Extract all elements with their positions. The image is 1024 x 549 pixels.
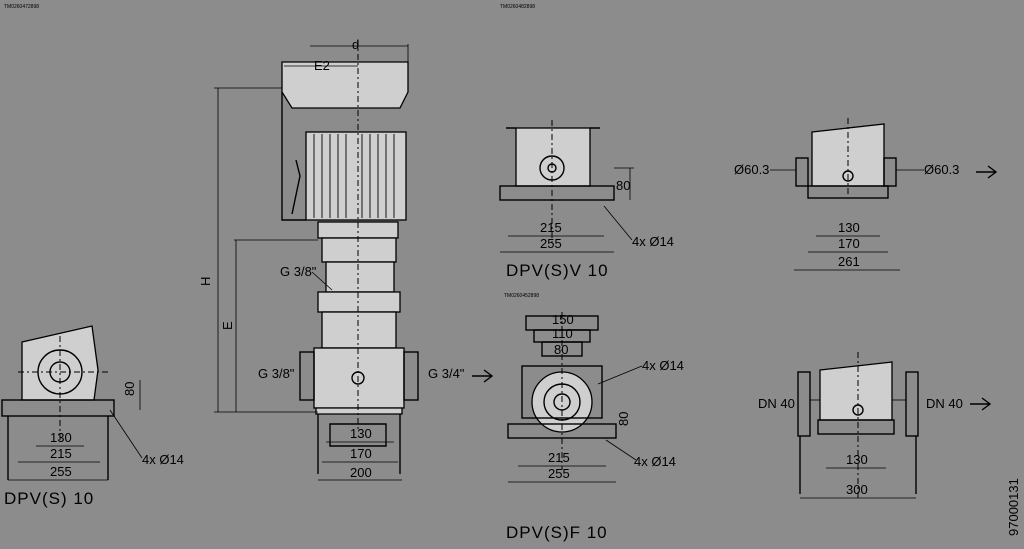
flow-arrow-right-bottom (970, 397, 992, 411)
dim-e: E (220, 321, 235, 330)
dim-rb-130: 130 (846, 452, 868, 467)
front-view-pump (281, 40, 419, 474)
dim-f-80v: 80 (616, 412, 631, 426)
pump-sleeve (321, 311, 397, 349)
view-right-bottom: DN 40 DN 40 130 300 (758, 352, 992, 500)
dim-side-80: 80 (122, 382, 137, 396)
title-dpvsf10: DPV(S)F 10 (506, 523, 608, 542)
dim-d: d (352, 37, 359, 52)
title-dpvsv10: DPV(S)V 10 (506, 261, 609, 280)
flow-arrow-front (472, 369, 494, 383)
dim-side-215: 215 (50, 446, 72, 461)
side-view-left: 130 215 255 80 4x Ø14 (1, 325, 184, 481)
dim-f-255: 255 (548, 466, 570, 481)
drawing-number: 97000131 (1006, 478, 1021, 536)
base-plate-sides (317, 414, 401, 474)
dim-v-holes: 4x Ø14 (632, 234, 674, 249)
dim-g38-top: G 3/8" (280, 264, 317, 279)
ref-code-bottom-middle: TM0260452898 (504, 293, 539, 299)
dim-front-170: 170 (350, 446, 372, 461)
dim-f-holes: 4x Ø14 (634, 454, 676, 469)
dim-g38-left: G 3/8" (258, 366, 295, 381)
title-dpvs10: DPV(S) 10 (4, 489, 94, 508)
ref-code-middle: TM0260482898 (500, 4, 535, 10)
v-body (515, 127, 591, 187)
view-right-top: Ø60.3 Ø60.3 130 170 261 (734, 118, 998, 271)
dim-side-holes: 4x Ø14 (142, 452, 184, 467)
motor-cap (281, 61, 409, 109)
dim-rb-300: 300 (846, 482, 868, 497)
v-base (499, 185, 615, 201)
motor-housing (305, 131, 407, 221)
dim-e2: E2 (314, 58, 330, 73)
flow-arrow-right-top (976, 165, 998, 179)
coupling-housing (325, 261, 395, 293)
dim-rt-170: 170 (838, 236, 860, 251)
side-base-legs (7, 416, 109, 480)
dim-front-200: 200 (350, 465, 372, 480)
pump-foot (315, 407, 403, 415)
dim-rt-130: 130 (838, 220, 860, 235)
dim-f-110: 110 (552, 326, 573, 341)
f-base (507, 423, 617, 439)
outlet-flange (403, 351, 419, 401)
coupling-guard (321, 237, 397, 263)
dim-v-215: 215 (540, 220, 562, 235)
dim-g34: G 3/4" (428, 366, 465, 381)
dim-rb-dn-left: DN 40 (758, 396, 795, 411)
dim-front-130: 130 (350, 426, 372, 441)
dim-f-215: 215 (548, 450, 570, 465)
dim-rb-dn-right: DN 40 (926, 396, 963, 411)
motor-fins (313, 134, 395, 218)
motor-side (281, 92, 306, 221)
rb-body (819, 361, 893, 421)
inlet-flange (299, 351, 315, 401)
dim-rt-dia-right: Ø60.3 (924, 162, 959, 177)
side-base (1, 399, 115, 417)
dim-h: H (198, 277, 213, 286)
side-pump-body (21, 325, 99, 401)
top-chamber (317, 291, 401, 313)
view-v: 80 215 255 4x Ø14 (499, 120, 674, 253)
dim-v-80: 80 (616, 178, 630, 193)
terminal-box-handle (291, 159, 301, 215)
dim-f-80top: 80 (554, 342, 568, 357)
view-f: 150 110 80 4x Ø14 80 215 255 4x Ø14 (507, 312, 684, 483)
dim-rt-dia-left: Ø60.3 (734, 162, 769, 177)
pump-base (313, 347, 405, 409)
dim-side-255: 255 (50, 464, 72, 479)
dim-f-150: 150 (552, 312, 574, 327)
base-inner (329, 423, 387, 447)
dim-f-holes-top: 4x Ø14 (642, 358, 684, 373)
dim-side-130: 130 (50, 430, 72, 445)
dim-v-255: 255 (540, 236, 562, 251)
front-view-dimensions: d E2 H E G 3/8" G 3/8" G 3/4" 130 170 20… (198, 37, 465, 481)
ref-code-left: TM0260472898 (4, 4, 39, 10)
dim-rt-261: 261 (838, 254, 860, 269)
